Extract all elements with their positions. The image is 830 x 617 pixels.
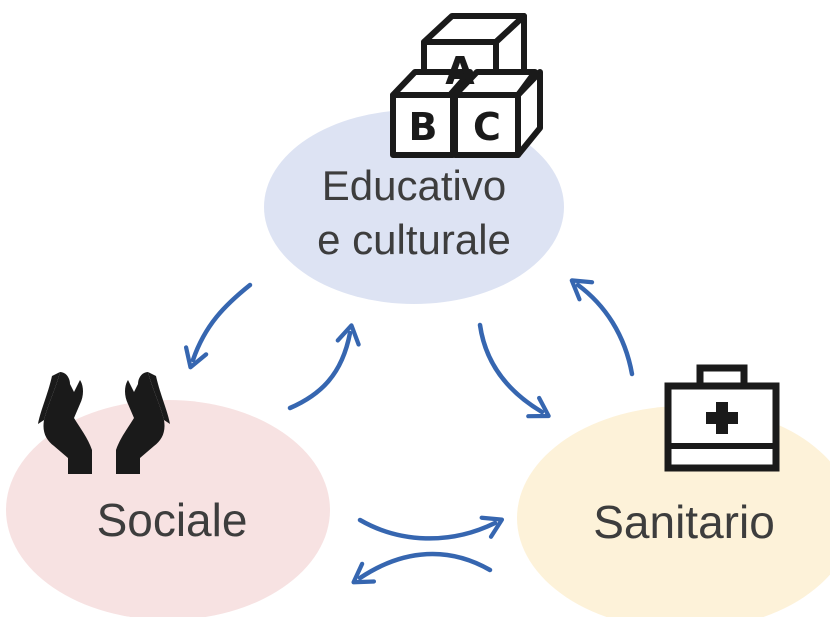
arrow-educativo-to-sociale	[183, 282, 253, 370]
arrow-sanitario-to-educativo	[569, 278, 635, 377]
block-letter-b: B	[409, 105, 438, 149]
sociale-label: Sociale	[97, 494, 248, 546]
arrow-sociale-to-sanitario	[357, 515, 505, 541]
abc-blocks-icon	[390, 13, 543, 158]
block-letter-a: A	[445, 49, 475, 93]
block-letter-c: C	[473, 105, 501, 149]
arrow-educativo-to-sanitario	[477, 322, 551, 419]
educativo-label-line2: e culturale	[317, 216, 511, 263]
first-aid-kit-icon	[664, 364, 780, 472]
educativo-label-line1: Educativo	[322, 162, 506, 209]
arrow-sanitario-to-sociale	[351, 551, 493, 585]
caring-hands-icon	[38, 372, 170, 474]
arrow-sociale-to-educativo	[287, 323, 361, 411]
flow-arrows	[183, 278, 635, 585]
sanitario-label: Sanitario	[593, 496, 775, 548]
educativo-node	[264, 110, 564, 304]
